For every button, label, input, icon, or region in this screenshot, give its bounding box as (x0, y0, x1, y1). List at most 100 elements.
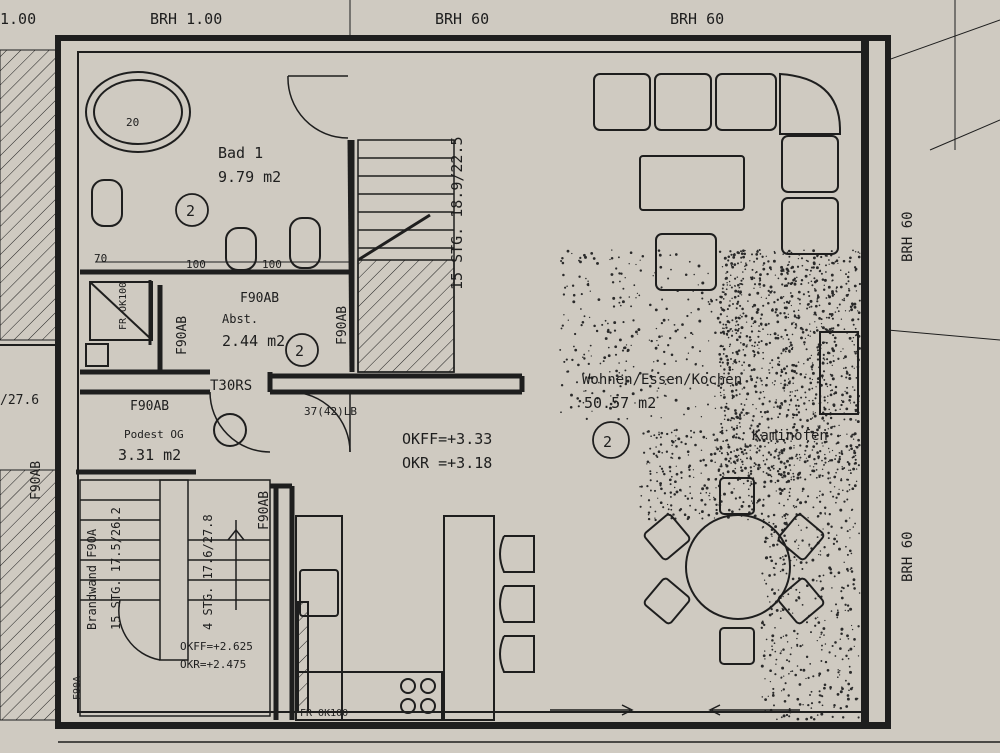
stipple-dot (707, 272, 709, 275)
stipple-dot (580, 308, 582, 310)
stipple-dot (822, 353, 825, 356)
stipple-dot (843, 500, 846, 503)
stipple-dot (816, 714, 819, 716)
stipple-dot (843, 297, 845, 300)
stipple-dot (845, 407, 849, 411)
stipple-dot (740, 279, 743, 282)
stipple-dot (736, 329, 740, 332)
stipple-dot (755, 381, 758, 384)
stipple-dot (688, 260, 691, 263)
stipple-dot (807, 334, 810, 337)
stipple-dot (762, 498, 765, 501)
stipple-dot (730, 358, 732, 360)
stipple-dot (812, 266, 815, 269)
stipple-dot (571, 358, 574, 362)
stipple-dot (854, 458, 857, 461)
stipple-dot (785, 634, 788, 637)
stipple-dot (808, 306, 811, 308)
stipple-dot (782, 296, 785, 298)
stipple-dot (829, 477, 831, 479)
stipple-dot (813, 414, 817, 418)
stipple-dot (745, 411, 749, 415)
stipple-dot (850, 570, 854, 573)
stipple-dot (762, 262, 766, 265)
stipple-dot (794, 540, 797, 543)
stipple-dot (780, 716, 783, 719)
stipple-dot (764, 658, 766, 660)
stipple-dot (801, 603, 804, 606)
stipple-dot (847, 657, 850, 660)
stipple-dot (721, 431, 724, 435)
abst-top-label: F90AB (240, 291, 279, 306)
stipple-dot (726, 282, 728, 284)
stipple-dot (757, 330, 760, 332)
stipple-dot (790, 476, 792, 478)
stipple-dot (607, 354, 611, 358)
stipple-dot (735, 389, 738, 392)
dining-set (643, 477, 825, 665)
stipple-dot (808, 399, 810, 402)
stipple-dot (734, 277, 737, 280)
stipple-dot (790, 456, 794, 460)
stipple-dot (845, 372, 849, 375)
stipple-dot (784, 277, 788, 281)
stipple-dot (786, 459, 789, 463)
sink (299, 569, 339, 617)
stipple-dot (728, 304, 731, 307)
stipple-dot (762, 518, 765, 521)
stipple-dot (831, 587, 833, 589)
stipple-dot (709, 499, 711, 501)
stipple-dot (824, 453, 826, 456)
stipple-dot (774, 481, 777, 484)
abst-number: 2 (295, 342, 304, 360)
stipple-dot (763, 396, 766, 399)
stipple-dot (613, 401, 616, 404)
stipple-dot (767, 451, 771, 454)
stipple-dot (797, 524, 800, 526)
stipple-dot (801, 539, 804, 542)
stipple-dot (727, 372, 730, 375)
stipple-dot (852, 249, 854, 252)
stipple-dot (822, 357, 825, 360)
stipple-dot (702, 435, 706, 439)
stipple-dot (768, 294, 770, 296)
stipple-dot (783, 367, 786, 371)
stipple-dot (797, 297, 799, 300)
bathtub (85, 71, 191, 153)
stipple-dot (740, 283, 743, 285)
stipple-dot (834, 311, 837, 313)
stipple-dot (798, 453, 801, 456)
stipple-dot (654, 308, 658, 312)
stipple-dot (768, 613, 772, 617)
stipple-dot (562, 293, 566, 296)
stipple-dot (783, 562, 786, 565)
stipple-dot (827, 402, 829, 404)
lower-stair (79, 479, 271, 717)
stipple-dot (686, 407, 690, 410)
stipple-dot (730, 328, 733, 330)
stipple-dot (809, 323, 811, 325)
stipple-dot (691, 497, 693, 500)
stipple-dot (762, 390, 765, 393)
stipple-dot (653, 489, 657, 492)
stipple-dot (816, 381, 820, 384)
stipple-dot (832, 334, 835, 337)
stipple-dot (849, 549, 852, 553)
stipple-dot (840, 375, 843, 378)
stipple-dot (773, 591, 777, 595)
stipple-dot (724, 414, 727, 417)
neighbour-stair (0, 49, 59, 721)
stipple-dot (745, 262, 747, 264)
stipple-dot (821, 417, 825, 420)
stipple-dot (715, 446, 717, 448)
stipple-dot (705, 371, 709, 375)
stipple-dot (814, 463, 816, 465)
stipple-dot (793, 444, 795, 447)
stipple-dot (810, 305, 813, 308)
stipple-dot (773, 704, 775, 707)
stipple-dot (721, 287, 724, 290)
stipple-dot (726, 470, 730, 474)
stipple-dot (857, 655, 860, 657)
stipple-dot (716, 316, 720, 320)
stipple-dot (853, 462, 856, 465)
